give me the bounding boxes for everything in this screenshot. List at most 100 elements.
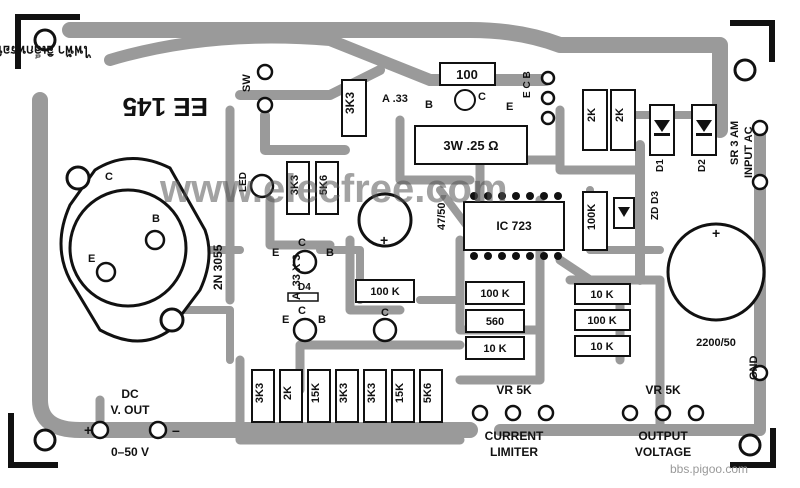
limiter-label: LIMITER [490,445,538,459]
capacitor-2200-plus: + [712,225,720,241]
maker-text: ไฟฟ้า อิเล็กทรอนิกส์ [0,43,92,60]
resistor-3k3-mid-label: 3K3 [289,175,301,195]
diode-d4 [287,292,319,302]
dc-label: DC [121,387,139,401]
label-a33: A .33 [382,93,408,105]
input-ac-pad-1 [751,119,769,137]
resistor-5k6-mid [315,161,339,215]
gnd-label: GND [748,356,760,381]
dc-out-minus-pad [148,420,168,440]
minus-sign: – [172,422,180,438]
vr-voltage-label: VR 5K [645,383,681,397]
dc-out-plus-pad [90,420,110,440]
output-label: OUTPUT [638,429,688,443]
diode-d1 [649,104,675,156]
resistor-100-top-label: 100 [456,67,478,82]
resistor-100k-b [465,281,525,305]
ecb-label: E C B [522,71,533,98]
bottom-res-1: 3K3 [254,383,266,403]
bottom-res-4: 3K3 [338,383,350,403]
current-label: CURRENT [485,429,544,443]
site-watermark: bbs.pigoo.com [670,462,748,476]
resistor-100-top [439,62,496,86]
mounting-holes [33,28,762,457]
d1-label: D1 [655,159,666,172]
led-body [249,173,275,199]
capacitor-small [372,317,398,343]
d2-label: D2 [697,159,708,172]
tr-c-label: C [105,171,113,183]
q3-b-label: B [318,314,326,326]
a33x3-label: A .33 X 3 [291,255,303,300]
registration-marks [8,14,776,468]
vr-current-label: VR 5K [496,383,532,397]
resistor-2k-b [610,89,636,151]
range-label: 0–50 V [111,445,149,459]
resistor-10k-c [574,335,631,357]
sw-pad-top [256,63,274,81]
resistor-560-label: 560 [486,316,504,328]
sw-pad-bottom [256,96,274,114]
resistor-3w [414,125,528,165]
resistor-10k-c-label: 10 K [590,341,613,353]
zener-d3 [613,197,635,229]
resistor-10k-b-label: 10 K [590,289,613,301]
power-transistor-2n3055 [59,157,211,343]
sr3am-label: SR 3 AM [729,121,741,165]
resistor-10k-a [465,336,525,360]
resistor-100k-c-label: 100 K [587,315,616,327]
resistor-100k-v [582,191,608,251]
vr-voltage-pads [621,404,705,422]
resistor-2k-a [582,89,608,151]
transistor-name-label: 2N 3055 [211,244,225,290]
transistor-q3 [292,317,318,343]
bottom-res-5: 3K3 [366,383,378,403]
resistor-3k3-top [341,79,367,137]
capacitor-2200-label: 2200/50 [696,337,736,349]
ic-723-label: IC 723 [496,219,532,233]
capacitor-47-50-plus: + [380,232,388,248]
q3-e-label: E [282,314,289,326]
resistor-5k6-mid-label: 5K6 [318,175,330,195]
ecb-pads [540,70,556,126]
q2-e-label: E [272,247,279,259]
bottom-resistor-row [251,369,443,423]
resistor-100k-c [574,309,631,331]
vout-label: V. OUT [111,403,151,417]
resistor-10k-b [574,283,631,305]
cap-c-label: C [381,307,389,319]
resistor-100k-a-label: 100 K [370,286,399,298]
bottom-res-2: 2K [282,386,294,400]
resistor-2k-b-label: 2K [614,108,626,122]
capacitor-47-50 [357,192,413,248]
led-label: LED [238,172,249,192]
d4-label: D4 [298,282,311,293]
resistor-100k-b-label: 100 K [480,288,509,300]
label-c1: C [478,91,486,103]
q2-b-label: B [326,247,334,259]
label-b1: B [425,99,433,111]
bottom-res-7: 5K6 [422,383,434,403]
voltage-label: VOLTAGE [635,445,691,459]
resistor-100k-v-label: 100K [586,204,598,230]
capacitor-2200-50 [666,222,766,322]
plus-sign: + [84,422,92,438]
q3-c-label: C [298,305,306,317]
transistor-q2 [292,249,318,275]
sw-label: SW [241,74,253,92]
watermark: www.elecfree.com [159,167,508,211]
diode-d2 [691,104,717,156]
tr-b-label: B [152,213,160,225]
resistor-3w-label: 3W .25 Ω [443,138,498,153]
board-model: EE 145 [123,92,208,122]
resistor-10k-a-label: 10 K [483,343,506,355]
resistor-2k-a-label: 2K [586,108,598,122]
input-ac-label: INPUT AC [743,126,755,178]
bottom-res-3: 15K [310,383,322,403]
gnd-pad [751,364,769,382]
vr-current-pads [471,404,555,422]
ic-723 [463,192,565,260]
input-ac-pad-2 [751,173,769,191]
